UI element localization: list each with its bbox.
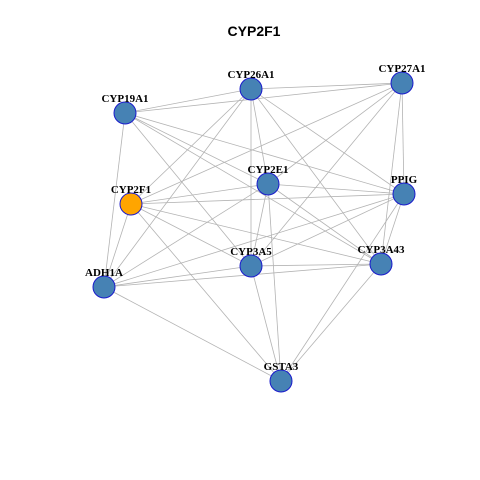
diagram-title: CYP2F1 xyxy=(228,23,281,39)
edge-cyp19a1-cyp3a5 xyxy=(124,112,252,267)
node-cyp2e1[interactable] xyxy=(256,172,280,196)
edge-cyp2f1-adh1a xyxy=(103,203,132,288)
node-label-gsta3: GSTA3 xyxy=(264,361,299,373)
edge-cyp3a43-adh1a xyxy=(103,263,382,288)
edge-ppig-adh1a xyxy=(103,193,405,288)
node-cyp19a1[interactable] xyxy=(113,101,137,125)
edge-cyp3a5-gsta3 xyxy=(250,265,282,382)
edge-cyp19a1-cyp2e1 xyxy=(124,112,269,185)
node-label-cyp3a5: CYP3A5 xyxy=(230,246,272,258)
edge-ppig-cyp3a43 xyxy=(380,193,405,265)
node-label-cyp26a1: CYP26A1 xyxy=(227,69,274,81)
edge-cyp2e1-cyp2f1 xyxy=(130,183,269,205)
node-cyp3a43[interactable] xyxy=(369,252,393,276)
edge-cyp27a1-cyp3a43 xyxy=(380,82,403,265)
node-cyp2f1[interactable] xyxy=(119,192,143,216)
edge-cyp19a1-adh1a xyxy=(103,112,126,288)
edge-cyp27a1-cyp2f1 xyxy=(130,82,403,205)
edge-cyp2f1-cyp3a43 xyxy=(130,203,382,265)
edge-cyp2f1-ppig xyxy=(130,193,405,205)
edge-cyp26a1-ppig xyxy=(250,88,405,195)
edge-cyp26a1-cyp2e1 xyxy=(250,88,269,185)
node-label-cyp2f1: CYP2F1 xyxy=(111,184,151,196)
edge-cyp26a1-adh1a xyxy=(103,88,252,288)
node-adh1a[interactable] xyxy=(92,275,116,299)
node-label-adh1a: ADH1A xyxy=(85,267,123,279)
nodes-layer xyxy=(92,71,416,393)
node-cyp27a1[interactable] xyxy=(390,71,414,95)
edge-cyp26a1-cyp27a1 xyxy=(250,82,403,90)
edge-cyp26a1-cyp3a43 xyxy=(250,88,382,265)
node-label-cyp19a1: CYP19A1 xyxy=(101,93,148,105)
node-cyp3a5[interactable] xyxy=(239,254,263,278)
edge-cyp19a1-ppig xyxy=(124,112,405,195)
edge-cyp19a1-cyp3a43 xyxy=(124,112,382,265)
edge-cyp3a5-adh1a xyxy=(103,265,252,288)
edge-cyp27a1-cyp2e1 xyxy=(267,82,403,185)
edge-cyp2e1-cyp3a5 xyxy=(250,183,269,267)
edge-ppig-cyp3a5 xyxy=(250,193,405,267)
edge-cyp3a43-gsta3 xyxy=(280,263,382,382)
edge-cyp27a1-cyp3a5 xyxy=(250,82,403,267)
node-label-cyp3a43: CYP3A43 xyxy=(357,244,405,256)
edges-layer xyxy=(103,82,405,382)
node-ppig[interactable] xyxy=(392,182,416,206)
edge-ppig-gsta3 xyxy=(280,193,405,382)
edge-adh1a-gsta3 xyxy=(103,286,282,382)
node-gsta3[interactable] xyxy=(269,369,293,393)
node-label-ppig: PPIG xyxy=(391,174,418,186)
edge-cyp26a1-cyp19a1 xyxy=(124,88,252,114)
edge-cyp27a1-ppig xyxy=(401,82,405,195)
node-label-cyp2e1: CYP2E1 xyxy=(248,164,289,176)
edge-cyp2f1-gsta3 xyxy=(130,203,282,382)
edge-cyp26a1-cyp2f1 xyxy=(130,88,252,205)
edge-cyp27a1-cyp19a1 xyxy=(124,82,403,114)
node-cyp26a1[interactable] xyxy=(239,77,263,101)
edge-cyp2f1-cyp3a5 xyxy=(130,203,252,267)
edge-cyp2e1-cyp3a43 xyxy=(267,183,382,265)
node-label-cyp27a1: CYP27A1 xyxy=(378,63,425,75)
edge-cyp2e1-gsta3 xyxy=(267,183,282,382)
edge-cyp2e1-adh1a xyxy=(103,183,269,288)
edge-cyp2e1-ppig xyxy=(267,183,405,195)
edge-cyp3a5-cyp3a43 xyxy=(250,263,382,267)
